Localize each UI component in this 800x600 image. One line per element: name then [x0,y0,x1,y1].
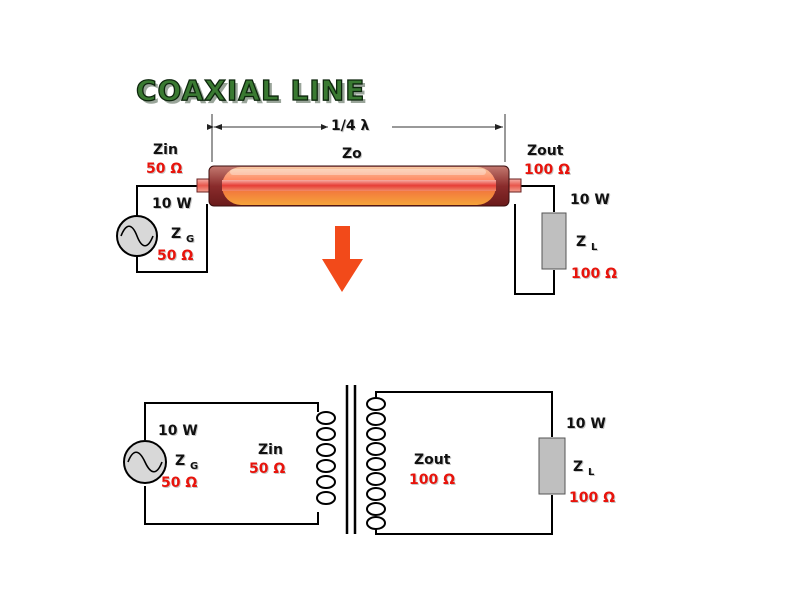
bottom-zout-value: 100 Ω [409,472,455,488]
top-load-power: 10 W [570,192,610,208]
bottom-load-resistor [538,437,566,495]
top-generator-power: 10 W [152,196,192,212]
transformer-core [345,385,357,534]
top-load-symbol: Z L [576,234,598,253]
transformer-primary-coil [316,411,336,505]
diagram-title: COAXIAL LINE [135,73,366,107]
bottom-zin-value: 50 Ω [249,461,286,477]
top-zout-value: 100 Ω [524,162,570,178]
top-zin-value: 50 Ω [146,161,183,177]
dimension-marker [207,114,506,162]
transformer-secondary-coil [366,397,386,530]
top-generator-value: 50 Ω [157,248,194,264]
bottom-zout-label: Zout [414,452,451,468]
line-impedance-label: Zo [342,146,362,162]
bottom-generator [123,440,167,484]
bottom-zin-label: Zin [258,442,283,458]
coaxial-cable [196,165,522,207]
top-zout-label: Zout [527,143,564,159]
top-generator-symbol: Z G [171,226,195,245]
top-load-value: 100 Ω [571,266,617,282]
bottom-wires [144,391,553,535]
bottom-generator-symbol: Z G [175,453,199,472]
top-load-resistor [541,212,567,270]
bottom-load-power: 10 W [566,416,606,432]
bottom-generator-power: 10 W [158,423,198,439]
top-zin-label: Zin [153,142,178,158]
bottom-load-symbol: Z L [573,459,595,478]
bottom-load-value: 100 Ω [569,490,615,506]
transform-arrow [322,226,363,292]
top-generator [116,215,158,257]
bottom-generator-value: 50 Ω [161,475,198,491]
quarter-wave-label: 1/4 λ [331,118,370,134]
